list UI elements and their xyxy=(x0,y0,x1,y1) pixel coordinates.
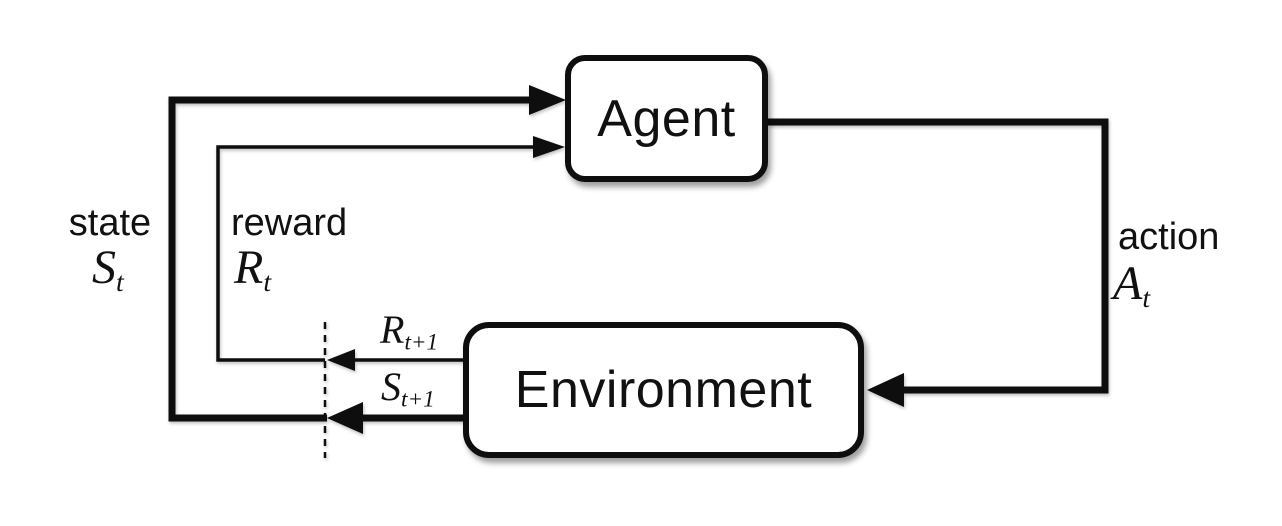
reward-loop-line xyxy=(216,145,535,362)
action-symbol-label: At xyxy=(1113,257,1150,313)
next-reward-arrowhead xyxy=(327,349,355,371)
reward-symbol-label: Rt xyxy=(234,241,271,297)
agent-box: Agent xyxy=(565,55,768,182)
state-word-label: state xyxy=(68,202,152,244)
reward-symbol: R xyxy=(234,241,264,294)
next-state-arrowhead xyxy=(327,402,363,434)
next-state-subscript: t+1 xyxy=(401,386,435,413)
action-word-label: action xyxy=(1118,216,1220,258)
action-symbol: A xyxy=(1113,257,1143,310)
state-symbol: S xyxy=(92,241,116,294)
environment-box-label: Environment xyxy=(514,361,813,419)
reward-to-agent-arrowhead xyxy=(533,136,565,158)
next-reward-subscript: t+1 xyxy=(404,329,439,356)
next-reward-label: Rt+1 xyxy=(380,307,438,355)
next-state-symbol: S xyxy=(381,364,401,409)
state-to-agent-arrowhead xyxy=(529,85,566,115)
environment-box: Environment xyxy=(463,322,864,458)
next-state-label: St+1 xyxy=(381,364,435,412)
action-loop-line xyxy=(768,118,1109,394)
agent-box-label: Agent xyxy=(597,89,736,148)
state-loop-line xyxy=(168,96,530,422)
state-symbol-label: St xyxy=(92,241,124,297)
next-reward-symbol: R xyxy=(380,307,405,352)
action-to-environment-arrowhead xyxy=(867,373,904,407)
action-symbol-subscript: t xyxy=(1142,282,1151,314)
reward-symbol-subscript: t xyxy=(263,266,272,298)
reward-word-label: reward xyxy=(231,202,348,244)
state-symbol-subscript: t xyxy=(116,266,124,298)
